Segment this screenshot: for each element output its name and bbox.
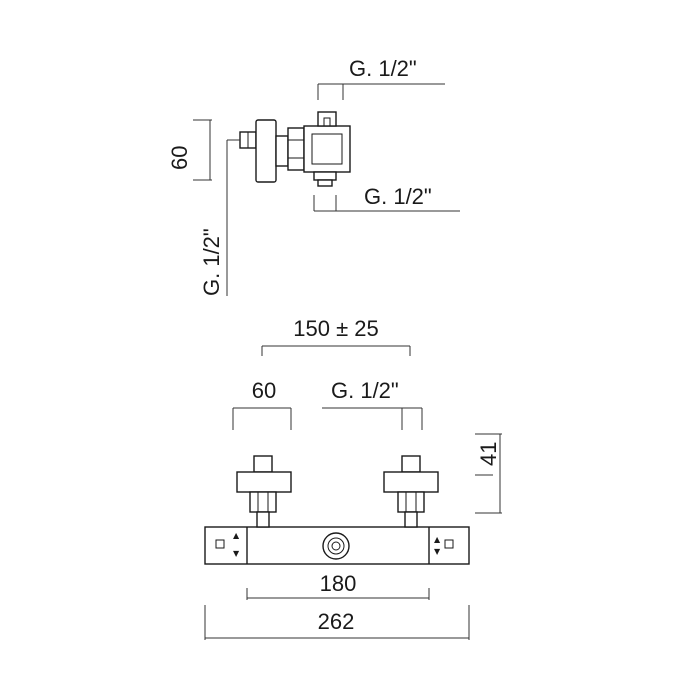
left-escutcheon bbox=[236, 471, 292, 493]
side-neck bbox=[275, 135, 289, 167]
right-inlet-connector bbox=[383, 455, 439, 528]
left-cap-square bbox=[215, 539, 225, 549]
side-bottom-outlet bbox=[317, 179, 333, 187]
left-cap-arrow-down-icon: ▼ bbox=[233, 549, 240, 558]
left-inlet-stub bbox=[253, 455, 273, 473]
side-top-outlet-bore bbox=[323, 117, 331, 127]
left-inlet-connector bbox=[236, 455, 292, 528]
body-length-label: 180 bbox=[320, 571, 357, 596]
side-inlet-thread-label: G. 1/2" bbox=[199, 228, 224, 296]
right-cap-arrow-up-icon: ▲ bbox=[434, 535, 441, 544]
right-cap-square bbox=[444, 539, 454, 549]
right-inlet-stub bbox=[401, 455, 421, 473]
front-center-outlet-bore bbox=[331, 541, 341, 551]
right-inlet-neck bbox=[404, 511, 418, 528]
inlet-thread-label: G. 1/2" bbox=[331, 378, 399, 403]
depth-label: 41 bbox=[476, 442, 501, 466]
side-view: G. 1/2" G. 1/2" 60 G. 1/2" bbox=[167, 56, 460, 296]
right-hex-nut bbox=[397, 491, 425, 513]
side-bottom-thread-label: G. 1/2" bbox=[364, 184, 432, 209]
left-cap-arrow-up-icon: ▲ bbox=[233, 531, 240, 540]
side-body-block bbox=[303, 125, 351, 173]
inlet-height-label: 60 bbox=[252, 378, 276, 403]
front-center-outlet-inner bbox=[327, 537, 345, 555]
side-top-thread-label: G. 1/2" bbox=[349, 56, 417, 81]
left-hex-nut bbox=[249, 491, 277, 513]
front-center-outlet bbox=[322, 532, 350, 560]
spacing-label: 150 ± 25 bbox=[293, 316, 378, 341]
side-bottom-outlet-nut bbox=[313, 171, 337, 181]
side-height-label: 60 bbox=[167, 146, 192, 170]
overall-length-label: 262 bbox=[318, 609, 355, 634]
right-cap-arrow-down-icon: ▼ bbox=[434, 547, 441, 556]
side-body-inner bbox=[311, 133, 343, 165]
front-view: ▲ ▼ ▲ ▼ 150 ± 2 bbox=[204, 316, 502, 640]
right-escutcheon bbox=[383, 471, 439, 493]
side-hex-nut bbox=[287, 127, 305, 171]
side-escutcheon bbox=[255, 119, 277, 183]
left-inlet-neck bbox=[256, 511, 270, 528]
side-top-outlet bbox=[317, 111, 337, 127]
